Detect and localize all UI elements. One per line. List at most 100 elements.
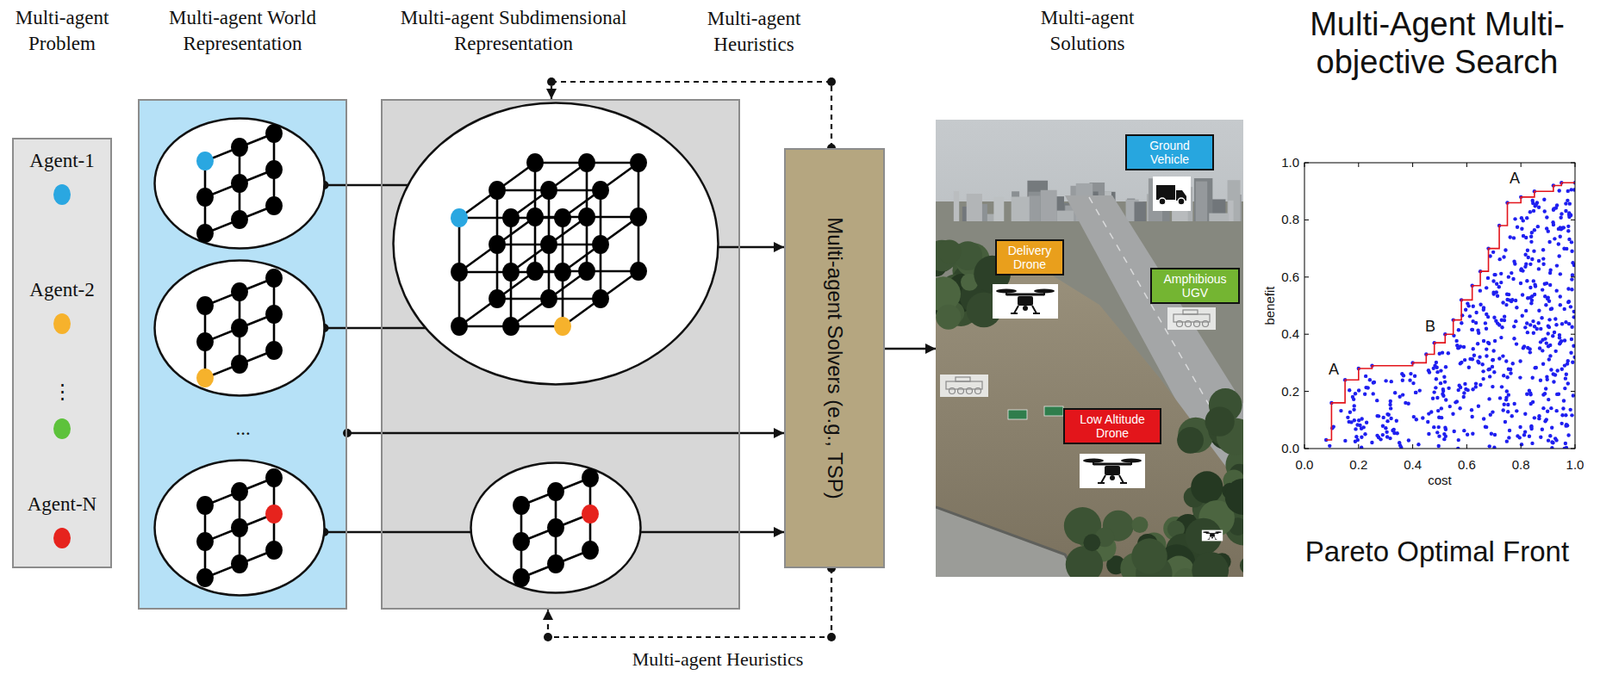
building	[993, 197, 1004, 222]
data-point	[1503, 248, 1507, 252]
data-point	[1506, 435, 1511, 440]
ellipse-outline	[469, 461, 642, 595]
data-point	[1474, 385, 1478, 389]
data-point	[1442, 375, 1446, 380]
ellipse-outline	[153, 459, 326, 598]
data-point	[1397, 395, 1401, 399]
data-point	[1359, 435, 1364, 440]
data-point	[1478, 303, 1482, 307]
data-point	[1493, 273, 1497, 277]
data-point	[1531, 209, 1536, 213]
tree-crown	[1176, 427, 1204, 455]
label-holder: 0.0	[1295, 457, 1314, 474]
data-point	[1558, 294, 1563, 299]
data-point	[1563, 442, 1568, 446]
data-point	[1504, 398, 1508, 402]
graph-vertex	[540, 180, 558, 200]
data-point	[1532, 324, 1537, 329]
building	[1056, 211, 1074, 222]
panel-fill	[137, 99, 348, 611]
data-point	[1532, 283, 1537, 287]
data-point	[1506, 410, 1510, 414]
data-point	[1420, 416, 1425, 420]
data-point	[1434, 361, 1439, 365]
data-point	[1469, 408, 1474, 412]
vehicle-tag: Amphibious UGV	[1150, 267, 1240, 305]
graph-vertex	[196, 368, 214, 388]
text-holder: Agent-1	[13, 148, 111, 175]
data-point	[1532, 416, 1537, 420]
label-holder: benefit	[1262, 286, 1278, 325]
data-point	[1541, 256, 1545, 261]
data-point	[1544, 341, 1549, 345]
data-point	[1502, 314, 1507, 318]
data-point	[1520, 314, 1525, 318]
point-label: B	[1425, 317, 1436, 337]
graph-vertex	[196, 296, 214, 316]
data-point	[1551, 223, 1556, 227]
data-point	[1457, 406, 1462, 411]
ellipse-shape	[393, 103, 719, 386]
ugv-cabin	[955, 377, 971, 382]
data-point	[1437, 416, 1441, 420]
data-point	[1490, 358, 1495, 362]
data-point	[1494, 290, 1499, 294]
data-point	[1512, 261, 1517, 266]
problem-panel: Multi-agent ProblemAgent-1Agent-2⋮Agent-…	[12, 137, 113, 569]
truck-cargo	[1156, 185, 1176, 200]
data-point	[1547, 317, 1551, 322]
data-point	[1474, 381, 1478, 386]
data-point	[1388, 417, 1393, 421]
data-point	[1394, 419, 1399, 424]
data-point	[1546, 438, 1551, 443]
drone-icon	[1201, 530, 1223, 542]
data-point	[1538, 327, 1543, 331]
data-point	[1388, 403, 1392, 407]
data-point	[1572, 310, 1576, 314]
data-point	[1484, 312, 1488, 317]
world-graph-ellipse	[153, 259, 326, 398]
data-point	[1545, 297, 1550, 301]
drone-leg	[1120, 482, 1127, 485]
data-point	[1456, 438, 1461, 443]
graph-vertex	[196, 224, 214, 243]
data-point	[1549, 367, 1553, 372]
data-point	[1353, 392, 1358, 396]
data-point	[1569, 287, 1574, 292]
data-point	[1508, 371, 1513, 375]
data-point	[1387, 413, 1391, 418]
building	[1134, 201, 1146, 222]
graph-vertex	[230, 174, 249, 193]
column-heading: Multi-agent World Representation	[129, 5, 356, 57]
data-point	[1327, 444, 1332, 449]
graph-vertex	[512, 496, 530, 516]
plot-frame	[1304, 162, 1576, 449]
data-point	[1475, 329, 1480, 333]
x-tick-label: 1.0	[1566, 457, 1585, 474]
data-point	[1568, 351, 1573, 355]
data-point	[1548, 271, 1552, 275]
graph-vertex	[265, 305, 283, 324]
data-point	[1471, 347, 1476, 351]
data-point	[1351, 408, 1356, 412]
tree-crown	[1065, 546, 1103, 578]
data-point	[1559, 227, 1563, 231]
data-point	[1435, 396, 1439, 400]
graph-vertex	[512, 568, 530, 588]
data-point	[1562, 398, 1566, 403]
data-point	[1504, 303, 1508, 307]
data-point	[1562, 386, 1567, 391]
data-point	[1437, 434, 1441, 438]
data-point	[1543, 419, 1547, 424]
graph-vertex	[265, 504, 283, 524]
data-point	[1433, 385, 1438, 390]
data-point	[1418, 388, 1422, 393]
edge-label: Multi-agent Heuristics	[684, 6, 823, 58]
data-point	[1566, 300, 1570, 305]
data-point	[1369, 441, 1374, 445]
node-text: Low Altitude Drone	[1068, 412, 1157, 441]
tree-crown	[1239, 557, 1244, 575]
data-point	[1490, 365, 1495, 369]
data-point	[1469, 328, 1474, 332]
data-point	[1518, 375, 1522, 380]
